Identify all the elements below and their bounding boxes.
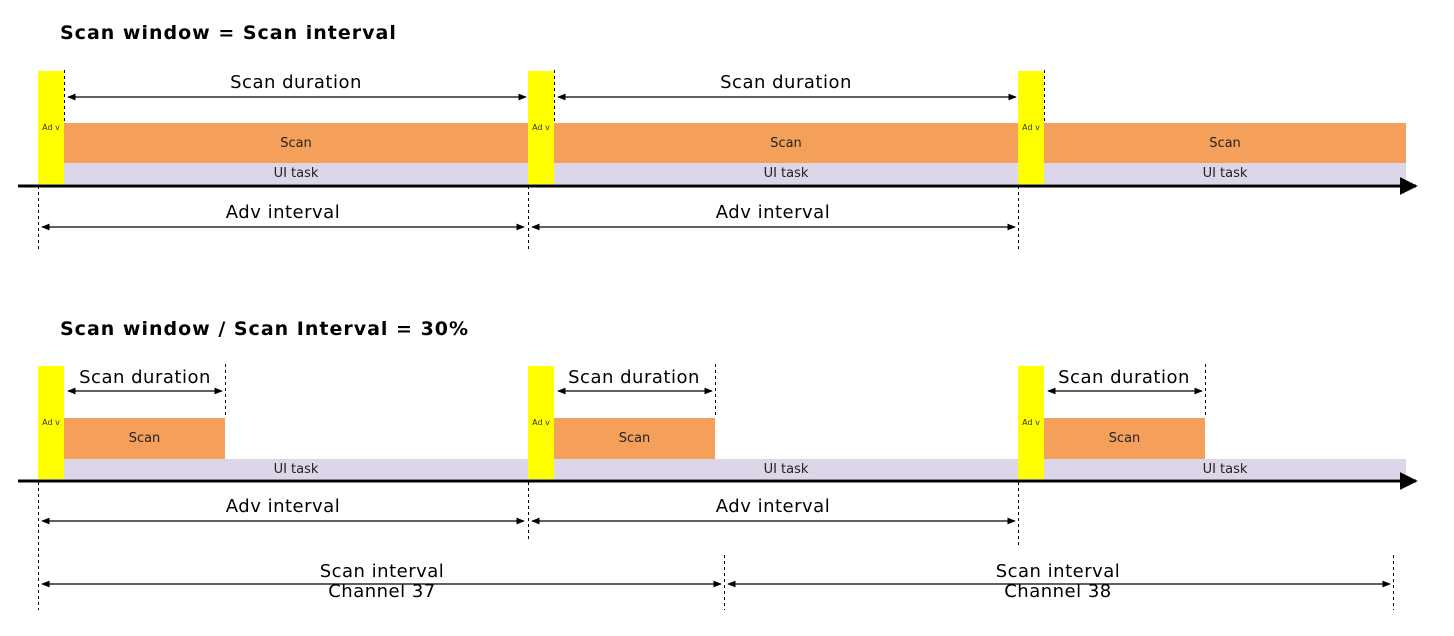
adv-interval-label: Adv interval bbox=[715, 202, 831, 223]
adv-block: Ad v bbox=[1018, 366, 1044, 479]
ui-task-block: UI task bbox=[1044, 163, 1406, 184]
dashed-guides bbox=[38, 70, 1394, 610]
scan-duration-label: Scan duration bbox=[720, 72, 852, 93]
adv-interval-label: Adv interval bbox=[225, 496, 341, 517]
adv-block: Ad v bbox=[528, 366, 554, 479]
scan-block: Scan bbox=[1044, 123, 1406, 163]
adv-block: Ad v bbox=[528, 71, 554, 184]
scan-duration-label: Scan duration bbox=[568, 367, 700, 388]
scan-block: Scan bbox=[554, 123, 1018, 163]
scan-interval-label: Scan interval bbox=[319, 561, 445, 582]
scan-block: Scan bbox=[64, 123, 528, 163]
adv-block: Ad v bbox=[1018, 71, 1044, 184]
ui-task-block: UI task bbox=[554, 163, 1018, 184]
scan-block: Scan bbox=[64, 418, 225, 459]
diagram1-title: Scan window = Scan interval bbox=[60, 22, 397, 44]
scan-interval-label: Scan interval bbox=[995, 561, 1121, 582]
scan-block: Scan bbox=[1044, 418, 1205, 459]
adv-block: Ad v bbox=[38, 71, 64, 184]
adv-interval-label: Adv interval bbox=[225, 202, 341, 223]
adv-block: Ad v bbox=[38, 366, 64, 479]
scan-duration-label: Scan duration bbox=[1058, 367, 1190, 388]
ui-task-block: UI task bbox=[554, 459, 1018, 479]
diagram2-title: Scan window / Scan Interval = 30% bbox=[60, 318, 470, 340]
scan-duration-label: Scan duration bbox=[79, 367, 211, 388]
adv-interval-label: Adv interval bbox=[715, 496, 831, 517]
ui-task-block: UI task bbox=[64, 163, 528, 184]
scan-duration-label: Scan duration bbox=[230, 72, 362, 93]
ui-task-block: UI task bbox=[1044, 459, 1406, 479]
ui-task-block: UI task bbox=[64, 459, 528, 479]
scan-block: Scan bbox=[554, 418, 715, 459]
